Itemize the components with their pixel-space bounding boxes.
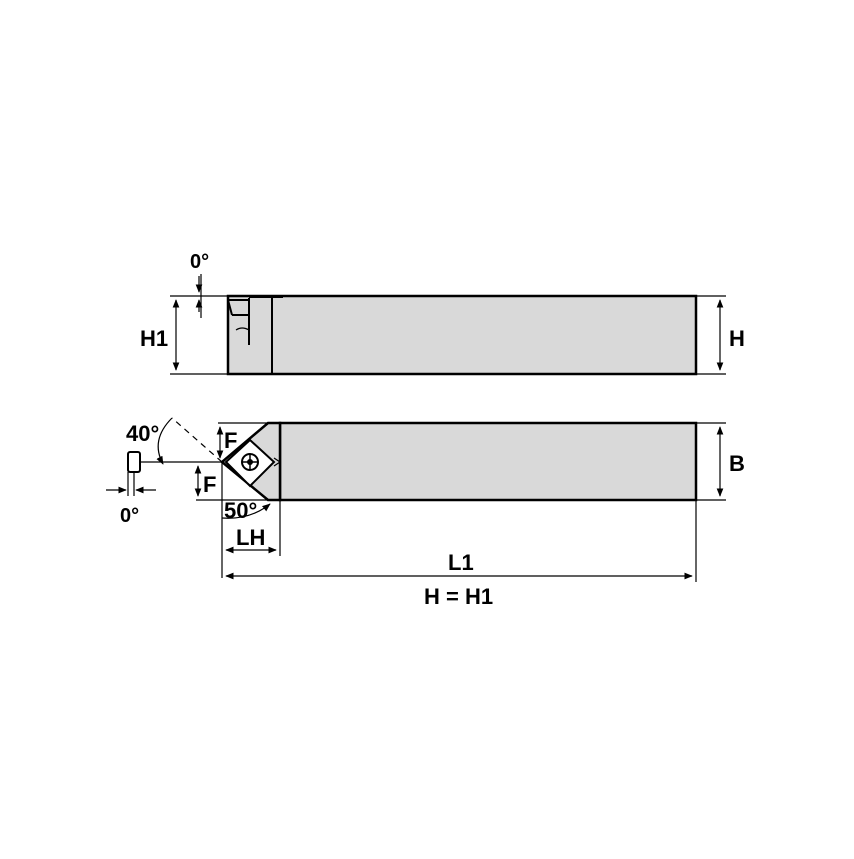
screw-icon bbox=[241, 453, 259, 471]
b-label: B bbox=[729, 451, 745, 476]
top-rake-angle-label: 0° bbox=[190, 251, 209, 273]
h1-label: H1 bbox=[140, 326, 168, 351]
l1-label: L1 bbox=[448, 550, 474, 575]
lh-label: LH bbox=[236, 525, 265, 550]
l1-dimension: L1 bbox=[225, 500, 697, 582]
lh-dimension: LH bbox=[221, 462, 281, 578]
side-view: H1 0° H bbox=[140, 251, 745, 376]
f-bottom-label: F bbox=[203, 472, 216, 497]
b-dimension: B bbox=[696, 422, 745, 501]
angle-40-label: 40° bbox=[126, 421, 159, 446]
top-view: F F 40° 50° 0° LH bbox=[106, 417, 745, 609]
h-label: H bbox=[729, 326, 745, 351]
f-dimension: F F bbox=[140, 422, 268, 501]
top-view-shank bbox=[278, 421, 698, 502]
top-rake-angle: 0° bbox=[190, 251, 209, 318]
h-dimension: H bbox=[696, 295, 745, 375]
equation-label: H = H1 bbox=[424, 584, 493, 609]
front-insert-angle-label: 0° bbox=[120, 505, 139, 527]
angle-40: 40° bbox=[126, 417, 223, 465]
h1-dimension: H1 bbox=[140, 295, 228, 375]
angle-50-label: 50° bbox=[224, 498, 257, 523]
side-view-shank bbox=[226, 294, 698, 376]
front-insert-angle: 0° bbox=[106, 451, 156, 527]
f-top-label: F bbox=[224, 428, 237, 453]
angle-50: 50° bbox=[221, 461, 271, 523]
